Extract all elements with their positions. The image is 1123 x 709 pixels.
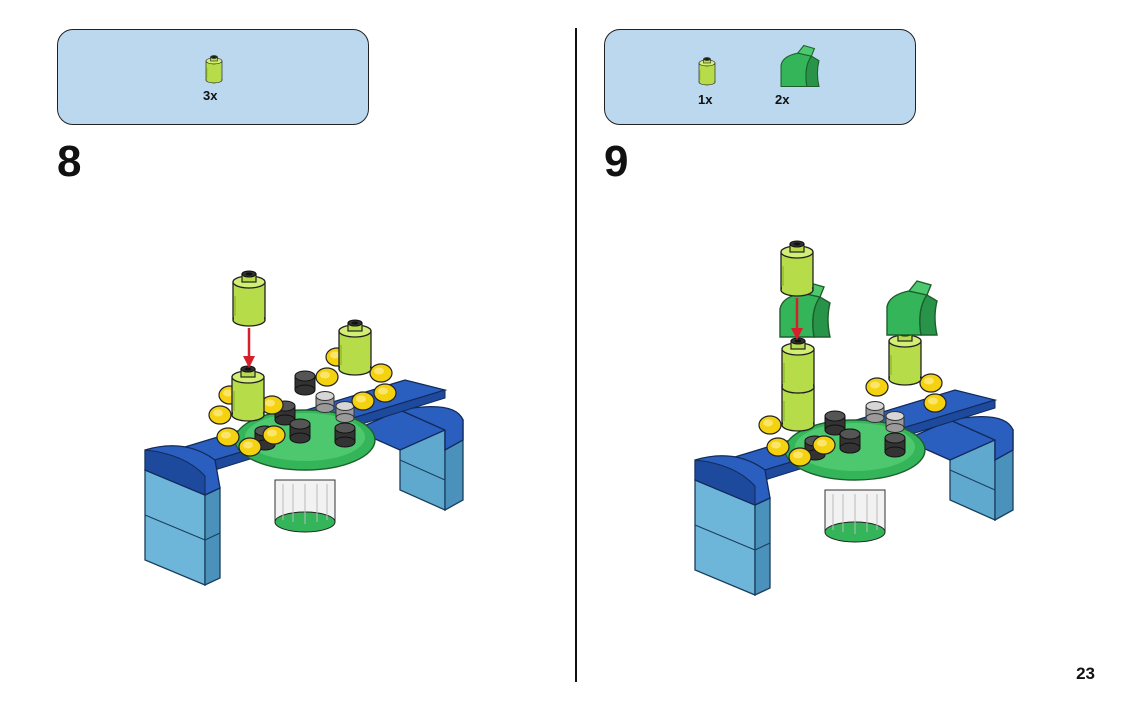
parts-callout-step-8: 3x <box>57 29 369 125</box>
step-9-model-illustration <box>700 240 1000 590</box>
part-quantity: 2x <box>775 92 790 107</box>
page-number: 23 <box>1076 664 1095 683</box>
lime-round-brick-icon <box>698 57 716 86</box>
green-curved-slope-icon <box>780 44 820 88</box>
part-quantity: 1x <box>698 92 713 107</box>
step-number: 9 <box>604 137 629 186</box>
parts-callout-step-9: 1x 2x <box>604 29 916 125</box>
step-number: 8 <box>57 137 82 186</box>
part-quantity: 3x <box>203 88 218 103</box>
page-divider <box>575 28 577 682</box>
step-8-model-illustration <box>160 270 450 580</box>
lime-round-brick-icon <box>205 55 223 84</box>
